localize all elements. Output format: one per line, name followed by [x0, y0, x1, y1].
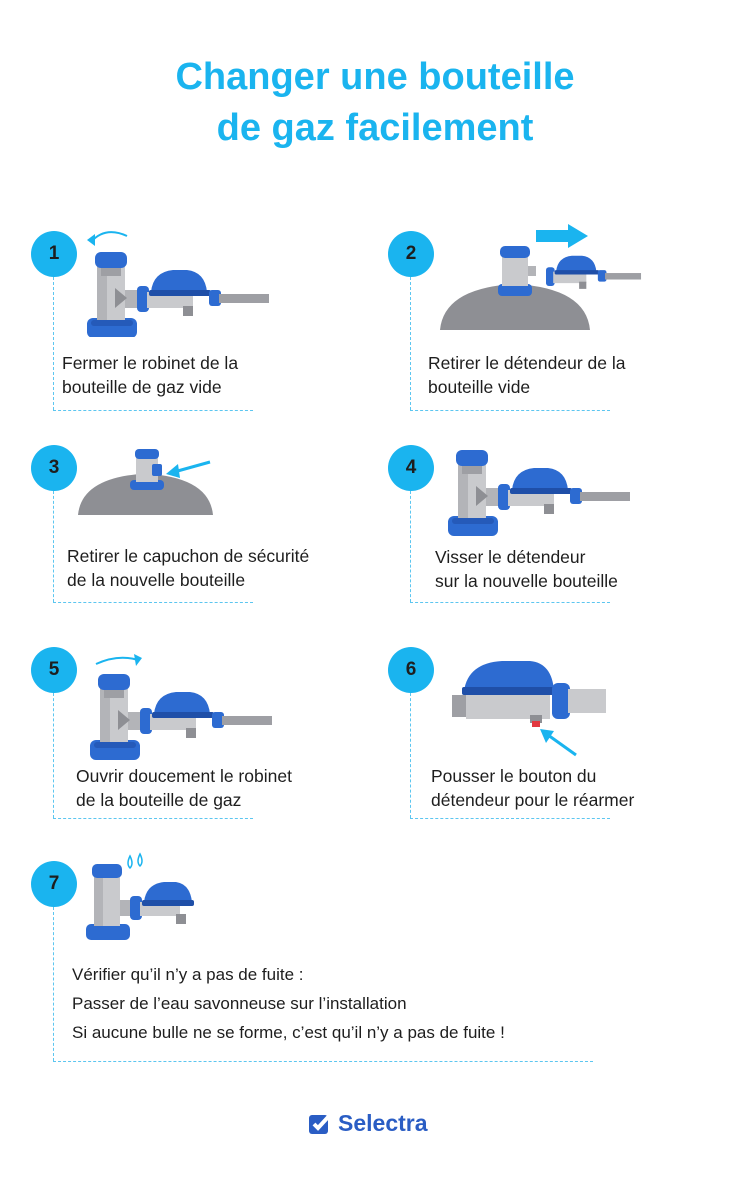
step-5-text: Ouvrir doucement le robinet de la boutei…	[76, 766, 292, 810]
logo-text: Selectra	[338, 1110, 428, 1136]
selectra-logo: Selectra	[308, 1110, 428, 1137]
step-5-badge: 5	[31, 647, 77, 693]
step-7-text: Vérifier qu’il n’y a pas de fuite : Pass…	[72, 965, 505, 1042]
step-2-badge: 2	[388, 231, 434, 277]
step-3-badge: 3	[31, 445, 77, 491]
step-3-text: Retirer le capuchon de sécurité de la no…	[67, 546, 310, 590]
step-7-illustration	[86, 852, 194, 940]
step-4-text: Visser le détendeur sur la nouvelle bout…	[435, 547, 618, 591]
step-3-illustration	[78, 449, 213, 515]
step-2-text: Retirer le détendeur de la bouteille vid…	[428, 353, 626, 397]
page-title-line-1: Changer une bouteille	[175, 56, 575, 98]
step-6-illustration	[452, 661, 606, 757]
step-4-badge: 4	[388, 445, 434, 491]
step-4-illustration	[448, 450, 630, 536]
step-6-text: Pousser le bouton du détendeur pour le r…	[431, 766, 635, 810]
step-1-text: Fermer le robinet de la bouteille de gaz…	[62, 353, 239, 397]
step-7-badge: 7	[31, 861, 77, 907]
page-title-line-2: de gaz facilement	[216, 107, 534, 149]
checkbox-check-icon	[309, 1113, 332, 1134]
step-1-badge: 1	[31, 231, 77, 277]
step-1-illustration	[87, 231, 269, 337]
step-5-illustration	[90, 654, 272, 760]
step-6-badge: 6	[388, 647, 434, 693]
step-2-illustration	[440, 224, 642, 330]
